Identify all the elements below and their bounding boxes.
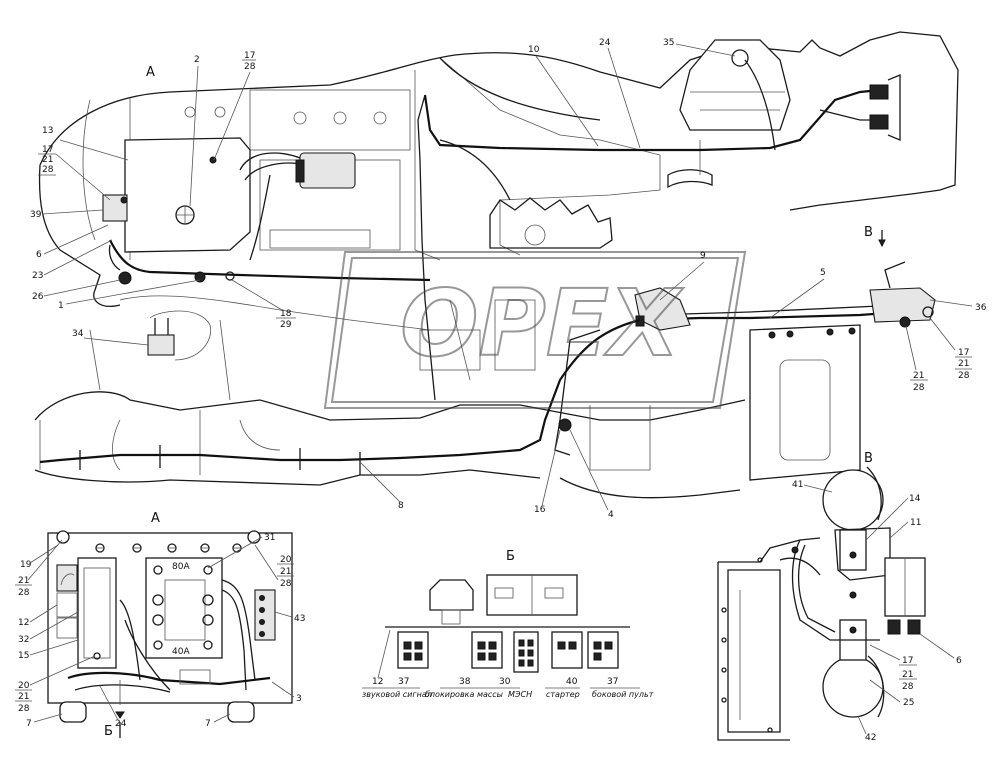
view-label-v: В [864, 451, 873, 466]
view-label-a-top: А [146, 65, 155, 80]
callout-25: 25 [903, 698, 914, 708]
flasher-icon-block [56, 564, 78, 592]
horn-41 [822, 469, 884, 531]
callout-28-v: 28 [902, 682, 914, 692]
callout-17b: 17 [244, 51, 255, 61]
callout-36: 36 [975, 303, 987, 313]
callout-28: 28 [42, 165, 54, 175]
callout-11: 11 [910, 518, 921, 528]
callout-43: 43 [294, 614, 305, 624]
callout-21-r: 21 [280, 567, 291, 577]
callout-39: 39 [30, 210, 42, 220]
panel-bolts [95, 543, 242, 553]
caption-side-panel: боковой пульт [592, 690, 654, 699]
watermark-text: OPEX [400, 270, 683, 377]
callout-19: 19 [20, 560, 32, 570]
main-assembly-view: OPEX А В 13 17 21 28 39 6 23 26 1 2 [30, 31, 987, 520]
callout-12-a: 12 [18, 618, 29, 628]
callout-18: 18 [280, 309, 292, 319]
horn-42 [822, 656, 884, 718]
callout-21-a: 21 [18, 576, 29, 586]
view-label-b-arrow: Б [104, 724, 113, 739]
callout-20-a: 20 [18, 681, 30, 691]
callout-14: 14 [909, 494, 921, 504]
callout-41: 41 [792, 480, 803, 490]
callout-17-v: 17 [902, 656, 913, 666]
caption-mass-lock: блокировка массы [425, 690, 503, 699]
caption-horn: звуковой сигнал [362, 690, 432, 699]
fuse-rating-80a: 80А [172, 562, 190, 572]
battery-box [749, 324, 861, 481]
callout-37-b2: 37 [607, 677, 618, 687]
callout-13: 13 [42, 126, 53, 136]
callout-20-r: 20 [280, 555, 292, 565]
view-a-fuse-panel: А 80А 40А [15, 511, 305, 739]
callout-21-a2: 21 [18, 692, 29, 702]
view-label-v-arrow: В [864, 225, 873, 240]
view-b-connector-row: Б 12 37 [362, 549, 654, 699]
callout-24-a: 24 [115, 719, 127, 729]
connector-set [397, 631, 619, 673]
callout-26: 26 [32, 292, 44, 302]
view-v-callouts: 41 14 11 17 21 28 6 25 42 [792, 480, 962, 743]
callout-40: 40 [566, 677, 578, 687]
callout-37-b: 37 [398, 677, 409, 687]
callout-35: 35 [663, 38, 674, 48]
callout-5: 5 [820, 268, 826, 278]
watermark-logo: OPEX [323, 251, 747, 409]
callout-3: 3 [296, 694, 302, 704]
callout-12-b: 12 [372, 677, 383, 687]
callout-1: 1 [58, 301, 64, 311]
callout-17: 17 [42, 145, 53, 155]
callout-42: 42 [865, 733, 876, 743]
view-label-a: А [151, 511, 160, 526]
callout-17c: 17 [958, 348, 969, 358]
callout-8: 8 [398, 501, 404, 511]
starter-solenoid [299, 152, 356, 189]
callout-34: 34 [72, 329, 84, 339]
callout-28c: 28 [958, 371, 970, 381]
callout-32: 32 [18, 635, 29, 645]
callout-28b: 28 [244, 62, 256, 72]
callout-15: 15 [18, 651, 29, 661]
callout-7-b: 7 [205, 719, 211, 729]
caption-mesn: МЭСН [508, 690, 532, 699]
callout-21c: 21 [958, 359, 969, 369]
callout-31: 31 [264, 533, 275, 543]
callout-21d: 21 [913, 371, 924, 381]
callout-23: 23 [32, 271, 43, 281]
callout-10: 10 [528, 45, 540, 55]
callout-4: 4 [608, 510, 614, 520]
component-35 [679, 39, 791, 131]
callout-9: 9 [700, 251, 706, 261]
callout-29: 29 [280, 320, 292, 330]
callout-6-v: 6 [956, 656, 962, 666]
callout-28-a2: 28 [18, 704, 30, 714]
view-v-horns: В 41 14 [717, 451, 962, 743]
callout-28-a: 28 [18, 588, 30, 598]
view-a-callouts: 19 21 28 12 32 15 20 21 28 7 24 7 31 2 [15, 533, 305, 729]
callout-7-a: 7 [26, 719, 32, 729]
fuse-rating-40a: 40А [172, 647, 190, 657]
callout-21: 21 [42, 155, 53, 165]
callout-30: 30 [499, 677, 511, 687]
view-label-b: Б [506, 549, 515, 564]
callout-38: 38 [459, 677, 471, 687]
relay-module-13 [124, 137, 251, 253]
callout-21-v: 21 [902, 670, 913, 680]
main-callouts: 13 17 21 28 39 6 23 26 1 2 17 28 10 24 [30, 38, 987, 520]
callout-16: 16 [534, 505, 546, 515]
connector-43 [254, 589, 276, 641]
callout-24: 24 [599, 38, 611, 48]
callout-2: 2 [194, 55, 200, 65]
view-b-callouts: 12 37 38 30 40 37 звуковой сигнал блокир… [362, 629, 654, 699]
callout-28d: 28 [913, 383, 925, 393]
callout-28-r: 28 [280, 579, 292, 589]
caption-starter: стартер [546, 690, 580, 699]
callout-6: 6 [36, 250, 42, 260]
